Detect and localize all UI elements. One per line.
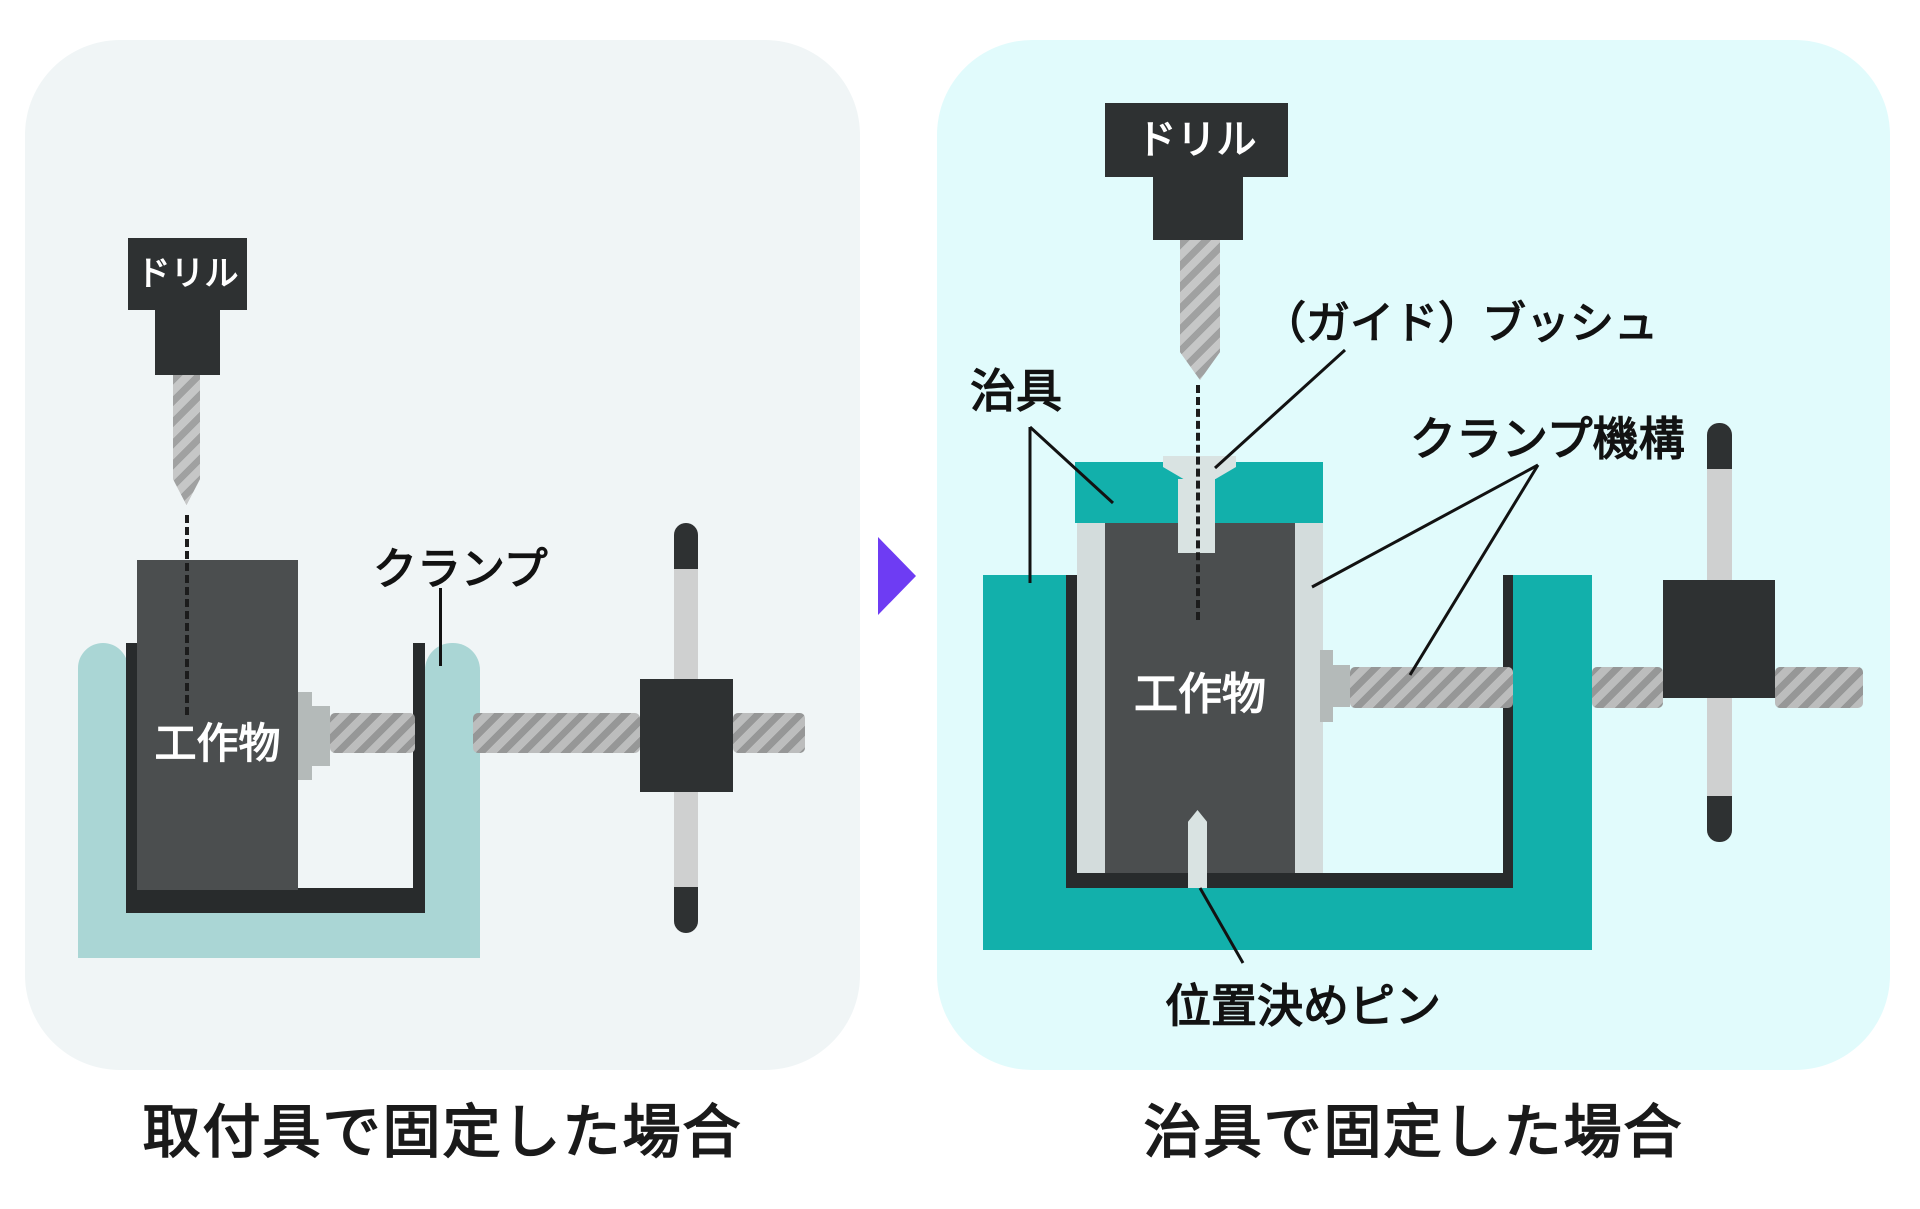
panel-jig: 工作物 ドリル [937, 40, 1890, 1070]
drill-label: ドリル [136, 255, 239, 293]
drill-chuck [1153, 177, 1243, 240]
jig-label: 治具 [970, 365, 1062, 417]
clamp-mechanism-label: クランプ機構 [1410, 413, 1685, 465]
clamp-mechanism-leader-plate [1311, 463, 1539, 589]
drill-bit [173, 375, 200, 505]
handle-bar-top-cap [674, 523, 698, 569]
caption-fixture: 取付具で固定した場合 [142, 1100, 743, 1165]
fixture-bracket [126, 643, 425, 913]
screw-pad-step [1333, 665, 1350, 707]
drill-chuck [155, 310, 220, 375]
clamp-label: クランプ [373, 545, 548, 594]
drill-head: ドリル [128, 238, 247, 310]
locating-pin-label: 位置決めピン [1165, 980, 1441, 1032]
screw-pad-flange [298, 692, 312, 780]
side-plate-right [1295, 523, 1323, 873]
clamp-leader-line [439, 588, 442, 666]
drill-axis-dashed-line [185, 515, 189, 715]
handle-bar-top-cap [1707, 423, 1732, 469]
screw-threads-middle [1592, 667, 1663, 708]
drill-label: ドリル [1136, 118, 1257, 162]
side-plate-left [1077, 523, 1105, 873]
workpiece-block: 工作物 [137, 560, 298, 890]
screw-threads-middle [473, 713, 640, 753]
caption-jig: 治具で固定した場合 [1143, 1100, 1684, 1165]
screw-threads-outer [733, 713, 805, 753]
guide-bush-label: （ガイド）ブッシュ [1262, 299, 1658, 348]
handle-bar-bottom-cap [674, 887, 698, 933]
transition-arrow-icon [878, 537, 916, 615]
drill-head: ドリル [1105, 103, 1288, 177]
screw-pad-step [312, 706, 330, 766]
screw-threads-outer [1775, 667, 1863, 708]
workpiece-label: 工作物 [154, 720, 281, 767]
workpiece-label: 工作物 [1134, 670, 1266, 719]
screw-knob [640, 679, 733, 792]
locating-pin [1188, 810, 1207, 888]
panel-fixture: 工作物 ドリル クランプ [25, 40, 860, 1070]
screw-threads-inner [1350, 667, 1513, 708]
handle-bar-bottom-cap [1707, 796, 1732, 842]
screw-pad-flange [1320, 650, 1333, 722]
jig-inner-lining [1066, 575, 1513, 888]
drill-axis-dashed-line [1196, 385, 1200, 620]
drill-bit [1180, 240, 1220, 380]
screw-knob [1663, 580, 1775, 698]
guide-bush-leader [1213, 348, 1347, 470]
screw-threads-inner [330, 713, 415, 753]
